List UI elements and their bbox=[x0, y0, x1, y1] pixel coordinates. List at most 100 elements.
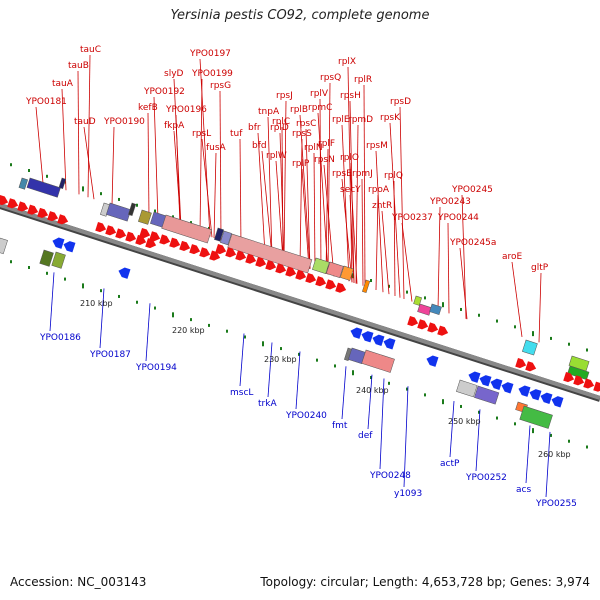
forward-leader-line bbox=[261, 150, 273, 257]
forward-gene-arrow bbox=[17, 201, 29, 212]
tick-mark bbox=[298, 352, 300, 356]
forward-gene-arrow bbox=[179, 240, 191, 251]
forward-gene-arrow bbox=[145, 238, 157, 249]
tick-mark bbox=[550, 336, 552, 340]
forward-gene-label: rpmC bbox=[308, 103, 332, 113]
forward-leader-line bbox=[87, 54, 91, 198]
tick-mark bbox=[10, 163, 12, 167]
forward-leader-line bbox=[35, 106, 44, 183]
label-leader-lines bbox=[35, 54, 551, 498]
forward-gene-arrow bbox=[215, 244, 227, 255]
feature-block bbox=[361, 349, 395, 373]
feature-block bbox=[106, 202, 132, 222]
forward-gene-label: rpsJ bbox=[276, 91, 293, 101]
forward-leader-line bbox=[153, 96, 159, 220]
genome-summary-text: Topology: circular; Length: 4,653,728 bp… bbox=[260, 575, 590, 589]
reverse-leader-line bbox=[525, 425, 531, 484]
reverse-gene-label: acs bbox=[516, 485, 531, 495]
tick-mark bbox=[406, 387, 408, 391]
forward-leader-line bbox=[313, 152, 316, 271]
forward-gene-arrow bbox=[139, 228, 151, 239]
tick-mark bbox=[370, 279, 372, 283]
reverse-gene-arrow bbox=[426, 355, 439, 367]
reverse-gene-arrow bbox=[361, 331, 374, 343]
tick-mark bbox=[460, 404, 462, 408]
feature-block bbox=[474, 385, 500, 405]
forward-gene-arrow bbox=[417, 319, 429, 330]
forward-gene-label: rplD bbox=[270, 123, 289, 133]
forward-gene-label: YPO0244 bbox=[437, 213, 479, 223]
forward-leader-line bbox=[437, 206, 441, 310]
forward-leader-line bbox=[83, 126, 95, 200]
tick-mark bbox=[586, 445, 588, 449]
forward-gene-arrow bbox=[209, 250, 221, 261]
tick-mark bbox=[406, 290, 408, 294]
tick-mark bbox=[190, 318, 192, 322]
tick-mark bbox=[28, 169, 30, 173]
forward-leader-line bbox=[389, 122, 401, 298]
forward-gene-arrow bbox=[37, 207, 49, 218]
forward-gene-arrow bbox=[437, 325, 449, 336]
forward-leader-line bbox=[279, 132, 285, 261]
feature-block bbox=[362, 279, 371, 293]
tick-mark bbox=[532, 428, 534, 434]
reverse-gene-label: actP bbox=[440, 459, 460, 469]
forward-leader-line bbox=[257, 132, 266, 255]
feature-block bbox=[429, 303, 442, 315]
forward-gene-arrow bbox=[115, 228, 127, 239]
tick-mark bbox=[478, 313, 480, 317]
forward-gene-label: YPO0181 bbox=[25, 97, 67, 107]
forward-gene-label: zntR bbox=[372, 201, 392, 211]
forward-gene-arrow bbox=[305, 272, 317, 284]
forward-gene-arrow bbox=[573, 375, 585, 386]
forward-gene-label: rpsS bbox=[292, 129, 312, 139]
forward-gene-label: tuf bbox=[230, 129, 243, 139]
reverse-gene-label: YPO0240 bbox=[285, 411, 327, 421]
forward-gene-arrow bbox=[335, 282, 347, 293]
forward-leader-line bbox=[275, 160, 284, 261]
forward-gene-label: rplO bbox=[340, 153, 359, 163]
reverse-gene-arrow bbox=[540, 392, 553, 404]
forward-gene-arrow bbox=[265, 260, 277, 271]
forward-gene-label: rpsH bbox=[340, 91, 361, 101]
forward-gene-arrow bbox=[563, 372, 575, 383]
forward-gene-label: secY bbox=[340, 185, 361, 195]
forward-gene-label: fusA bbox=[206, 143, 227, 153]
forward-leader-line bbox=[349, 162, 358, 284]
forward-leader-line bbox=[361, 178, 364, 286]
reverse-leader-line bbox=[295, 351, 301, 410]
forward-gene-label: rplC bbox=[272, 117, 290, 127]
reverse-gene-arrow bbox=[518, 385, 531, 397]
tick-mark bbox=[550, 433, 552, 437]
forward-gene-label: rplF bbox=[318, 139, 335, 149]
forward-leader-line bbox=[349, 194, 355, 283]
forward-gene-arrow bbox=[255, 256, 267, 267]
forward-gene-label: bfr bbox=[248, 123, 261, 133]
forward-leader-line bbox=[319, 98, 322, 273]
forward-leader-line bbox=[401, 222, 413, 302]
reverse-gene-arrow bbox=[118, 267, 131, 279]
tick-mark bbox=[496, 416, 498, 420]
reverse-gene-label: YPO0252 bbox=[465, 473, 507, 483]
reverse-gene-arrow bbox=[551, 396, 564, 408]
forward-gene-label: gltP bbox=[531, 263, 549, 273]
forward-gene-arrow bbox=[593, 381, 600, 392]
forward-gene-arrow bbox=[225, 247, 237, 258]
feature-block bbox=[26, 177, 61, 198]
forward-gene-label: rpsL bbox=[192, 129, 211, 139]
reverse-leader-line bbox=[379, 378, 385, 470]
feature-block bbox=[326, 261, 344, 279]
forward-gene-arrow bbox=[325, 279, 337, 290]
forward-gene-label: YPO0190 bbox=[103, 117, 145, 127]
tick-mark bbox=[136, 300, 138, 304]
tick-mark bbox=[388, 284, 390, 288]
tick-mark bbox=[496, 319, 498, 323]
tick-mark bbox=[370, 376, 372, 380]
tick-mark bbox=[10, 260, 12, 264]
chromosome-backbone bbox=[0, 203, 600, 402]
reverse-leader-line bbox=[449, 401, 455, 458]
forward-gene-arrow bbox=[0, 195, 9, 206]
reverse-leader-line bbox=[403, 386, 409, 488]
kbp-label: 260 kbp bbox=[538, 450, 571, 459]
